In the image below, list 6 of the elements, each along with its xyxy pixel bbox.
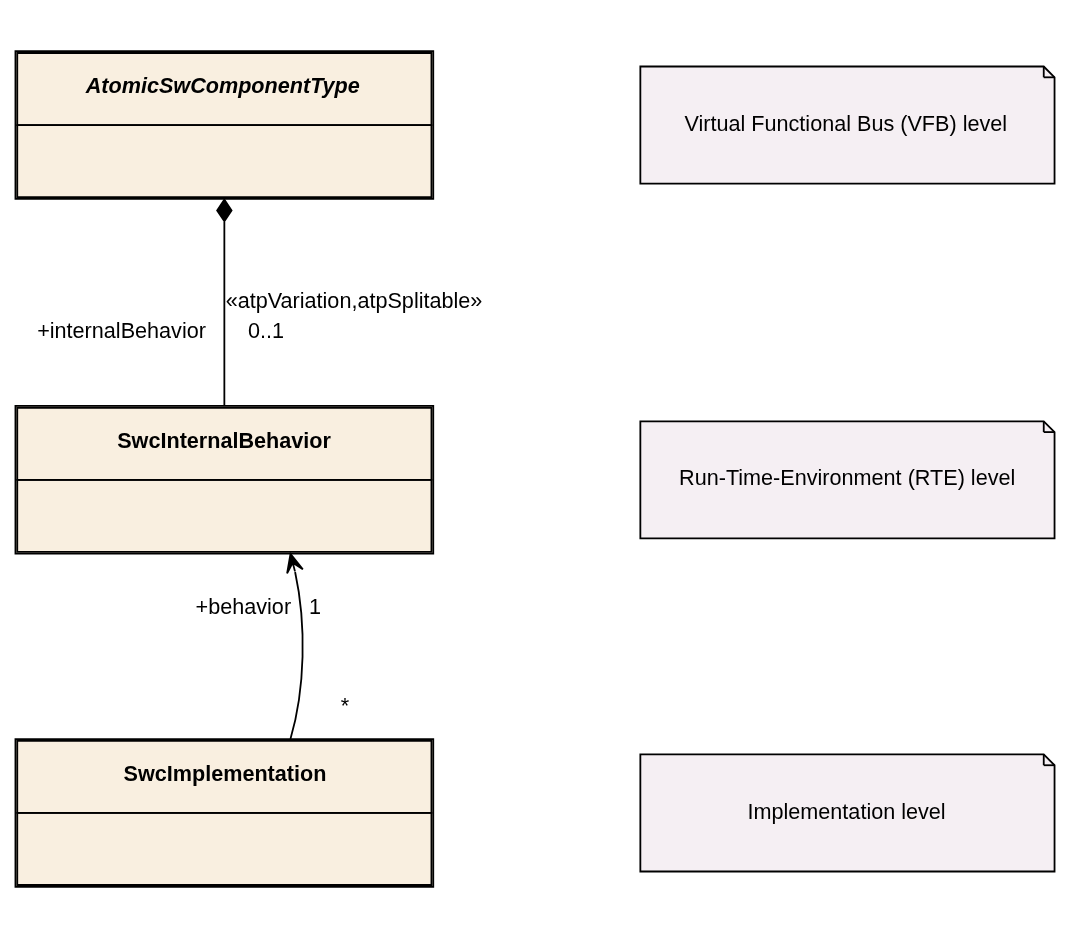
connector [216, 197, 233, 407]
edge-label: «atpVariation,atpSplitable» [225, 287, 483, 313]
label: * [340, 692, 350, 718]
label: +internalBehavior 0..1 [37, 317, 285, 343]
label: +behavior 1 [195, 593, 322, 619]
arrow [286, 552, 304, 740]
